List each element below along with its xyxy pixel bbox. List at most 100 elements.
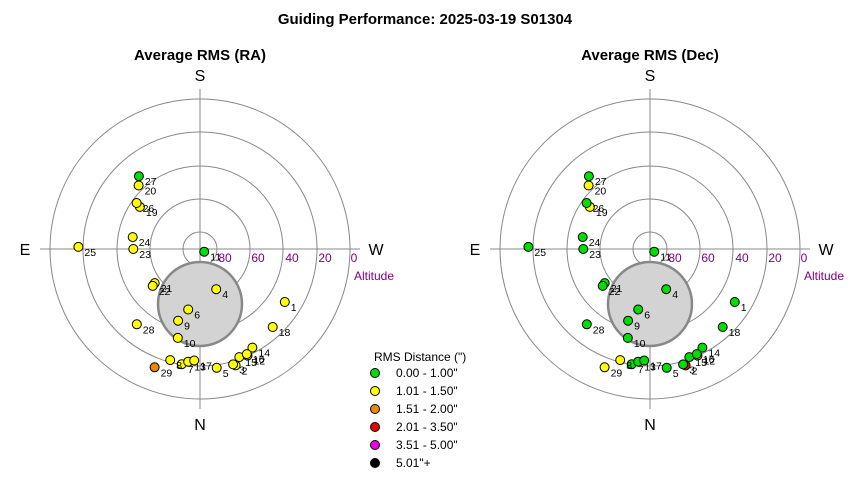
data-point-label: 8: [176, 360, 182, 372]
data-point-label: 28: [143, 324, 155, 336]
data-point-label: 20: [595, 186, 607, 198]
obstruction-zone: [156, 260, 244, 348]
data-point: [678, 359, 689, 370]
data-point-label: 5: [223, 368, 229, 380]
data-point-label: 21: [161, 283, 173, 295]
altitude-axis-label: Altitude: [804, 269, 844, 283]
data-point: [583, 180, 594, 191]
data-point-label: 27: [595, 176, 607, 188]
data-point-label: 21: [611, 283, 623, 295]
data-point: [717, 322, 728, 332]
data-point: [615, 355, 626, 366]
legend-swatch: [370, 386, 380, 396]
data-point-label: 9: [184, 321, 190, 333]
data-point: [661, 284, 672, 295]
direction-east: E: [470, 242, 481, 259]
direction-west: W: [368, 242, 384, 259]
plot-title-ra: Average RMS (RA): [134, 47, 266, 64]
data-point-label: 1: [741, 302, 747, 314]
data-point: [211, 284, 222, 295]
data-point: [622, 332, 633, 343]
data-point-label: 4: [672, 289, 678, 301]
data-point-label: 23: [139, 249, 151, 261]
data-point: [189, 355, 200, 366]
data-point-label: 6: [194, 310, 200, 322]
data-point: [697, 342, 708, 353]
data-point-label: 19: [146, 207, 158, 219]
altitude-tick-20: 20: [318, 251, 332, 265]
data-point: [133, 171, 144, 182]
legend-swatch: [370, 368, 380, 378]
altitude-tick-60: 60: [251, 251, 265, 265]
data-point-label: 2: [692, 365, 698, 377]
data-point-label: 16: [253, 354, 265, 366]
data-point-label: 20: [145, 186, 157, 198]
figure-title: Guiding Performance: 2025-03-19 S01304: [278, 11, 573, 28]
data-point-label: 25: [534, 247, 546, 259]
data-point-label: 26: [593, 203, 605, 215]
data-point: [147, 280, 158, 291]
data-point-label: 8: [626, 360, 632, 372]
data-point-label: 22: [609, 286, 621, 298]
data-point: [128, 244, 139, 254]
data-point: [247, 342, 258, 353]
legend-swatch: [370, 440, 380, 450]
legend-label: 2.01 - 3.50": [396, 420, 458, 434]
data-point: [581, 319, 592, 330]
data-point-label: 2: [242, 365, 248, 377]
data-point-label: 23: [589, 249, 601, 261]
data-point-label: 15: [245, 357, 257, 369]
data-point: [149, 362, 160, 373]
data-point: [577, 232, 588, 243]
legend-label: 5.01"+: [396, 456, 431, 470]
data-point-label: 11: [660, 252, 671, 264]
data-point-label: 14: [708, 348, 720, 360]
direction-north: N: [644, 417, 656, 434]
data-point-label: 22: [159, 286, 171, 298]
data-point: [633, 304, 644, 315]
data-point-label: 11: [210, 252, 221, 264]
data-point-label: 29: [611, 367, 623, 379]
legend-swatch: [370, 458, 380, 468]
data-point-label: 18: [279, 327, 291, 339]
data-point: [131, 198, 142, 208]
data-point-label: 17: [200, 361, 212, 373]
altitude-axis-label: Altitude: [354, 269, 394, 283]
data-point-label: 17: [650, 361, 662, 373]
data-point-label: 13: [644, 362, 656, 374]
data-point: [729, 297, 740, 307]
legend-label: 3.51 - 5.00": [396, 438, 458, 452]
direction-west: W: [818, 242, 834, 259]
data-point-label: 10: [184, 338, 196, 350]
data-point: [133, 180, 144, 191]
data-point-label: 26: [143, 203, 155, 215]
data-point-label: 4: [222, 289, 228, 301]
data-point: [583, 171, 594, 182]
altitude-tick-40: 40: [735, 251, 749, 265]
legend-swatch: [370, 422, 380, 432]
data-point: [639, 355, 650, 366]
data-point-label: 18: [729, 327, 741, 339]
legend: RMS Distance (") 0.00 - 1.00" 1.01 - 1.5…: [370, 350, 466, 470]
data-point-label: 13: [194, 362, 206, 374]
legend-item: 5.01"+: [370, 456, 431, 470]
direction-north: N: [194, 417, 206, 434]
data-point-label: 15: [695, 357, 707, 369]
data-point: [165, 355, 176, 366]
plot-title-dec: Average RMS (Dec): [581, 47, 719, 64]
data-point: [691, 349, 702, 360]
data-point: [597, 280, 608, 291]
data-point-label: 5: [673, 368, 679, 380]
data-point: [131, 319, 142, 330]
data-point-label: 27: [145, 176, 157, 188]
data-point-label: 9: [634, 321, 640, 333]
data-point-label: 7: [188, 364, 194, 376]
legend-item: 1.51 - 2.00": [370, 402, 458, 416]
data-point: [578, 244, 589, 254]
data-point-label: 29: [161, 367, 173, 379]
data-point: [523, 241, 534, 252]
direction-south: S: [195, 68, 206, 85]
data-point: [183, 304, 194, 315]
data-point: [279, 297, 290, 307]
